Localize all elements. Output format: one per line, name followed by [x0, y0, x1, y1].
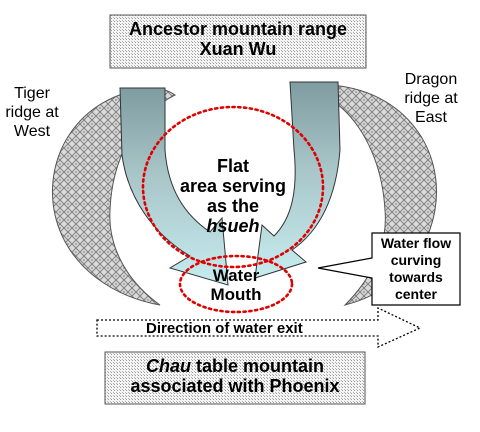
callout-line3: towards: [389, 269, 443, 285]
flat-line3: as the: [206, 196, 260, 216]
phoenix-mountain-label: Chau table mountain associated with Phoe…: [105, 356, 365, 396]
flat-line4: hsueh: [206, 216, 260, 236]
tiger-ridge-label: Tiger ridge at West: [2, 84, 62, 141]
flat-area-ellipse: [141, 105, 325, 269]
phoenix-line2: associated with Phoenix: [130, 376, 340, 396]
phoenix-line1: Chau table mountain: [105, 356, 365, 376]
callout-line4: center: [394, 286, 438, 302]
water-exit-arrow: [96, 306, 422, 349]
water-flow-callout-label: Water flow curving towards center: [372, 235, 460, 303]
tiger-line2: ridge at: [5, 104, 59, 121]
tiger-line3: West: [13, 123, 51, 140]
water-mouth-line2: Mouth: [210, 285, 262, 304]
chau-word: Chau: [145, 356, 191, 376]
ancestor-line1: Ancestor mountain range: [128, 19, 348, 39]
ancestor-line2: Xuan Wu: [199, 39, 277, 59]
flat-line1: Flat: [216, 156, 249, 176]
flat-area-label: Flat area serving as the hsueh: [163, 156, 303, 236]
water-mouth-ellipse: [178, 254, 294, 314]
flat-line2: area serving: [179, 176, 287, 196]
phoenix-line1-rest: table mountain: [190, 356, 324, 376]
bottom-box: [104, 351, 366, 405]
tiger-line1: Tiger: [14, 85, 50, 102]
callout-box: [317, 232, 461, 306]
callout-line1: Water flow: [380, 235, 452, 251]
water-mouth-label: Water Mouth: [196, 266, 276, 304]
top-box: [109, 14, 367, 69]
ancestor-mountain-label: Ancestor mountain range Xuan Wu: [110, 19, 366, 59]
water-mouth-line1: Water: [212, 266, 260, 285]
water-exit-label: Direction of water exit: [146, 320, 303, 337]
dragon-line1: Dragon: [404, 71, 458, 88]
callout-line2: curving: [390, 252, 442, 268]
dragon-ridge-label: Dragon ridge at East: [398, 70, 464, 127]
right-water-arrow: [254, 81, 341, 279]
dragon-line2: ridge at: [404, 90, 458, 107]
tiger-ridge-shape: [51, 87, 176, 306]
left-water-arrow: [119, 87, 229, 286]
dragon-line3: East: [414, 109, 447, 126]
